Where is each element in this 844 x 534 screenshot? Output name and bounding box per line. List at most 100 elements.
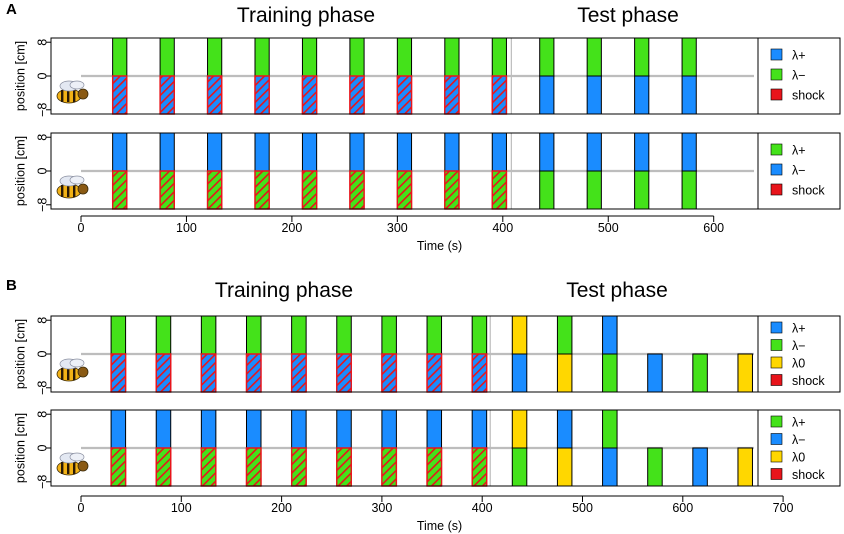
trial — [426, 315, 443, 393]
x-tick-label: 600 — [672, 501, 693, 515]
legend-label: λ− — [792, 163, 806, 177]
trial-top-bar — [159, 132, 175, 172]
bee-stripe — [73, 90, 76, 102]
trial-top-bar — [155, 315, 172, 355]
legend-swatch — [770, 356, 783, 369]
panel-label: A — [6, 1, 17, 18]
trial — [111, 132, 128, 210]
trial-top-bar — [349, 132, 365, 172]
trial-top-bar — [245, 315, 262, 355]
trial-top-bar — [254, 37, 270, 77]
trial-bottom-bar — [556, 447, 573, 487]
legend-label: λ0 — [792, 450, 805, 464]
legend-item: λ0 — [770, 450, 805, 464]
bee-stripe — [73, 462, 76, 474]
legend-label: λ+ — [792, 48, 806, 62]
legend-swatch — [770, 374, 783, 386]
trial-top-bar — [254, 132, 270, 172]
shock-hatch — [336, 353, 352, 393]
legend-swatch — [770, 88, 783, 101]
legend-swatch — [770, 433, 783, 445]
shock-hatch — [245, 447, 262, 487]
trial-bottom-bar — [681, 75, 697, 115]
x-tick-label: 200 — [271, 501, 292, 515]
trial-top-bar — [207, 132, 223, 172]
shock-hatch — [426, 353, 443, 393]
shock-hatch — [254, 170, 270, 210]
shock-hatch — [349, 75, 365, 115]
trial — [491, 132, 508, 210]
trial-top-bar — [200, 315, 217, 355]
shock-hatch — [206, 170, 223, 210]
trial-top-bar — [491, 37, 507, 77]
trial-top-bar — [336, 409, 352, 449]
trial — [539, 37, 555, 115]
trial-top-bar — [155, 409, 172, 449]
trial — [301, 132, 318, 210]
trial — [245, 409, 262, 487]
trial-bottom-bar — [692, 353, 708, 393]
trial — [634, 132, 650, 210]
shock-hatch — [110, 353, 127, 393]
shock-hatch — [336, 447, 352, 487]
bee-head — [77, 460, 89, 472]
x-tick-label: 700 — [773, 501, 794, 515]
trial — [159, 37, 175, 115]
legend-label: shock — [792, 88, 825, 102]
trial-top-bar — [200, 409, 217, 449]
trial — [110, 409, 127, 487]
legend-item: λ+ — [770, 321, 806, 335]
trial — [737, 447, 753, 487]
shock-hatch — [155, 353, 172, 393]
y-tick-label: −8 — [35, 198, 49, 212]
trial — [602, 409, 618, 487]
trial-bottom-bar — [586, 75, 602, 115]
trial-top-bar — [245, 409, 262, 449]
trial-top-bar — [396, 132, 413, 172]
y-axis-label: position [cm] — [13, 319, 27, 389]
trial — [634, 37, 650, 115]
y-tick-label: 8 — [35, 134, 49, 141]
legend-label: λ− — [792, 68, 806, 82]
trial — [200, 315, 217, 393]
trial-top-bar — [112, 37, 128, 77]
trial — [159, 132, 175, 210]
bee-icon — [56, 358, 89, 382]
trial-bottom-bar — [602, 353, 618, 393]
x-tick-label: 300 — [371, 501, 392, 515]
x-axis-label: Time (s) — [417, 519, 462, 533]
bee-icon — [56, 80, 89, 104]
y-tick-label: −8 — [35, 381, 49, 395]
legend-swatch — [770, 415, 783, 428]
trial-top-bar — [602, 315, 618, 355]
trial — [396, 132, 413, 210]
trial — [290, 315, 307, 393]
bee-stripe — [67, 368, 70, 380]
trial-top-bar — [112, 132, 128, 172]
legend-item: shock — [770, 88, 825, 102]
trial — [245, 315, 262, 393]
legend-label: λ+ — [792, 321, 806, 335]
trial-bottom-bar — [511, 353, 528, 393]
y-axis-label: position [cm] — [13, 136, 27, 206]
x-tick-label: 400 — [472, 501, 493, 515]
trial — [111, 37, 128, 115]
trial — [471, 315, 488, 393]
legend-swatch — [770, 163, 783, 176]
x-tick-label: 300 — [387, 221, 408, 235]
trial-bottom-bar — [737, 353, 753, 393]
y-tick-label: 0 — [35, 444, 49, 451]
shock-hatch — [491, 75, 508, 115]
legend-label: λ+ — [792, 415, 806, 429]
legend-swatch — [770, 321, 783, 334]
trial — [444, 37, 460, 115]
legend-item: λ− — [770, 68, 806, 82]
bee-wing — [69, 80, 85, 90]
x-tick-label: 100 — [171, 501, 192, 515]
y-axis-label: position [cm] — [13, 413, 27, 483]
